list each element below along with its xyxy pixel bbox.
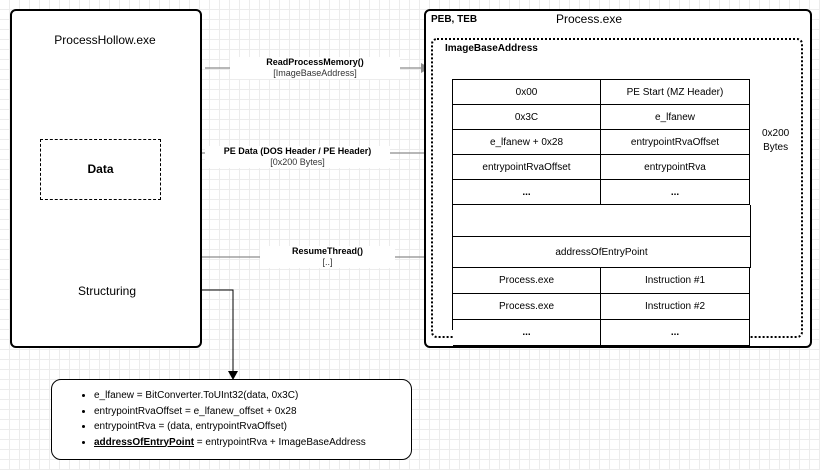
peb-teb-label: PEB, TEB [431,14,478,25]
structuring-label: Structuring [78,284,137,298]
table-cell: entrypointRvaOffset [601,130,750,155]
table-cell: 0x3C [453,105,601,130]
table-cell: e_lfanew + 0x28 [453,130,601,155]
table-cell: Process.exe [453,294,601,320]
brace-label: 0x200 Bytes [762,127,789,155]
data-block [40,139,161,200]
table-cell: Instruction #1 [601,268,750,294]
table-cell: Process.exe [453,268,601,294]
read-memory-label: ReadProcessMemory() [ImageBaseAddress] [230,57,400,79]
process-exe-title: Process.exe [556,12,623,26]
process-hollow-title: ProcessHollow.exe [54,33,156,47]
note-address-of-entry-point-bold: addressOfEntryPoint [94,436,195,448]
table-row: ...... [453,180,750,205]
pe-data-subtitle: [0x200 Bytes] [205,157,390,168]
pe-data-title: PE Data (DOS Header / PE Header) [205,146,390,157]
entry-point-label: addressOfEntryPoint [555,246,648,258]
table-cell: entrypointRva [601,155,750,180]
table-cell: 0x00 [453,80,601,105]
code-notes-box: e_lfanew = BitConverter.ToUInt32(data, 0… [51,379,412,460]
resume-thread-title: ResumeThread() [260,246,395,257]
table-cell: PE Start (MZ Header) [601,80,750,105]
brace-size-value: 0x200 [762,128,790,139]
resume-thread-label: ResumeThread() [..] [260,246,395,268]
brace-size-unit: Bytes [763,142,789,153]
table-cell: ... [601,180,750,205]
table-cell: Instruction #2 [601,294,750,320]
table-cell: entrypointRvaOffset [453,155,601,180]
note-e-lfanew: e_lfanew = BitConverter.ToUInt32(data, 0… [94,388,411,404]
image-base-label: ImageBaseAddress [445,43,538,54]
pe-data-label: PE Data (DOS Header / PE Header) [0x200 … [205,146,390,168]
resume-thread-subtitle: [..] [260,257,395,268]
code-notes-list: e_lfanew = BitConverter.ToUInt32(data, 0… [52,380,411,450]
table-cell: ... [453,320,601,346]
table-cell: e_lfanew [601,105,750,130]
note-entrypoint-rva: entrypointRva = (data, entrypointRvaOffs… [94,419,411,435]
empty-gap-row [453,205,751,237]
data-label: Data [87,162,114,176]
read-memory-subtitle: [ImageBaseAddress] [230,68,400,79]
note-entrypoint-rva-offset: entrypointRvaOffset = e_lfanew_offset + … [94,404,411,420]
entry-point-row: addressOfEntryPoint [453,237,751,268]
table-cell: ... [601,320,750,346]
table-cell: ... [453,180,601,205]
note-address-of-entry-point-rest: = entrypointRva + ImageBaseAddress [194,436,366,448]
table-row: ...... [453,320,750,346]
read-memory-title: ReadProcessMemory() [230,57,400,68]
note-address-of-entry-point: addressOfEntryPoint = entrypointRva + Im… [94,435,411,451]
